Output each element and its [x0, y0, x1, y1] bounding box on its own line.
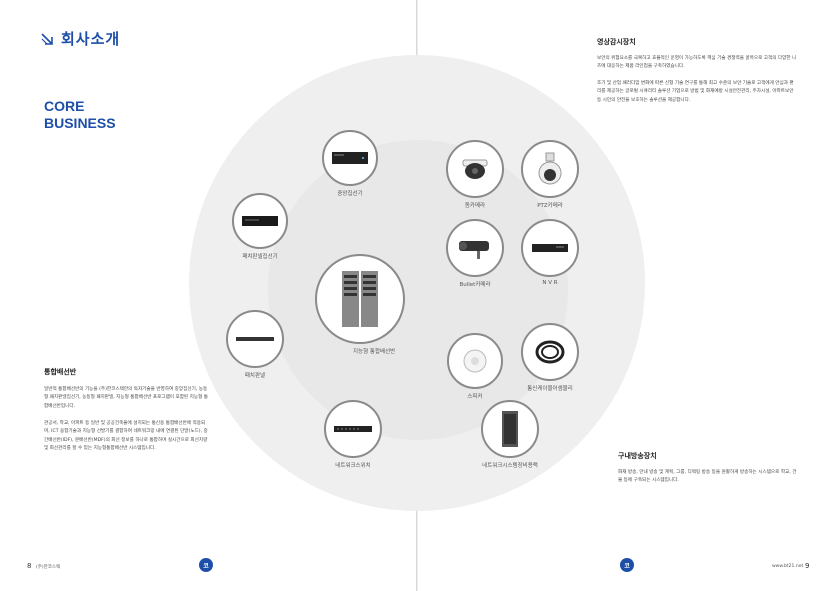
section-title: 회사소개: [40, 28, 120, 49]
item-smart-rack: 지능형 통합배선반: [315, 254, 405, 355]
item-label: 돔카메라: [464, 203, 486, 209]
item-cable-assembly: 통신케이블어셈블리: [510, 323, 590, 392]
speaker-icon: [447, 333, 503, 389]
item-nvr: N V R: [510, 219, 590, 286]
website: www.bt21.net: [772, 564, 804, 569]
item-speaker: 스피커: [435, 333, 515, 400]
item-label: PTZ카메라: [537, 203, 563, 209]
section-title-text: 회사소개: [61, 30, 121, 48]
cctv-para-2: 조기 및 산업 패러다임 변화에 따른 신형 기술 연구를 통해 최고 수준의 …: [597, 81, 794, 103]
item-ptz-camera: PTZ카메라: [510, 140, 590, 209]
item-central-concentrator: 중앙집선기: [310, 130, 390, 197]
core-title-line2: BUSINESS: [44, 115, 116, 131]
corner-arrow-icon: [41, 32, 53, 45]
cctv-heading: 영상감시장치: [597, 38, 636, 46]
item-label: N V R: [542, 280, 558, 286]
item-patch-panel: 패치판넬: [215, 310, 295, 379]
item-label: 통신케이블어셈블리: [527, 386, 573, 392]
network-rack-icon: [481, 400, 539, 458]
item-network-rack: 네트워크시스템장비용랙: [470, 400, 550, 469]
company-name: (주)한코스택: [36, 565, 61, 570]
item-network-switch: 네트워크스위치: [313, 400, 393, 469]
pa-heading: 구내방송장치: [618, 452, 657, 460]
cctv-para-1: 보안의 위험요소를 극복하고 효율적인 운영이 가능하도록 핵심 기술 경쟁력을…: [597, 56, 797, 70]
item-label: 중앙집선기: [337, 191, 363, 197]
integrated-heading: 통합배선반: [44, 368, 77, 376]
item-label: Bullet카메라: [459, 282, 491, 288]
core-business-title: CORE BUSINESS: [44, 98, 116, 132]
patch-panel-icon: [226, 310, 284, 368]
left-page-number: 8: [27, 562, 32, 570]
integrated-para-2: 관공서, 학교, 아파트 등 일반 및 공공건축물에 설치되는 통신용 통합배선…: [44, 421, 208, 452]
item-bullet-camera: Bullet카메라: [435, 219, 515, 288]
bullet-camera-icon: [446, 219, 504, 277]
left-logo-icon: 코: [199, 558, 213, 572]
pa-para: 화재 방송, 안내 방송 및 계획, 그룹, 디렉팅 방송 등을 원활하게 방송…: [618, 470, 797, 484]
central-concentrator-icon: [322, 130, 378, 186]
item-label: 네트워크스위치: [335, 463, 371, 469]
item-label: 패치판넬집선기: [242, 254, 278, 260]
item-dome-camera: 돔카메라: [435, 140, 515, 209]
right-logo-icon: 코: [620, 558, 634, 572]
patch-panel-concentrator-icon: [232, 193, 288, 249]
cable-assembly-icon: [521, 323, 579, 381]
core-title-line1: CORE: [44, 98, 85, 114]
right-page-number: 9: [805, 562, 810, 570]
smart-rack-icon: [315, 254, 405, 344]
item-label: 패치판넬: [244, 373, 266, 379]
item-label: 지능형 통합배선반: [353, 349, 396, 355]
dome-camera-icon: [446, 140, 504, 198]
nvr-icon: [521, 219, 579, 277]
item-label: 네트워크시스템장비용랙: [482, 463, 538, 469]
network-switch-icon: [324, 400, 382, 458]
item-label: 스피커: [467, 394, 483, 400]
integrated-para-1: 일반적 통합배선반의 기능을 (주)한코스택만의 독자기술을 반영하여 중앙집선…: [44, 387, 208, 409]
ptz-camera-icon: [521, 140, 579, 198]
item-patch-panel-concentrator: 패치판넬집선기: [220, 193, 300, 260]
